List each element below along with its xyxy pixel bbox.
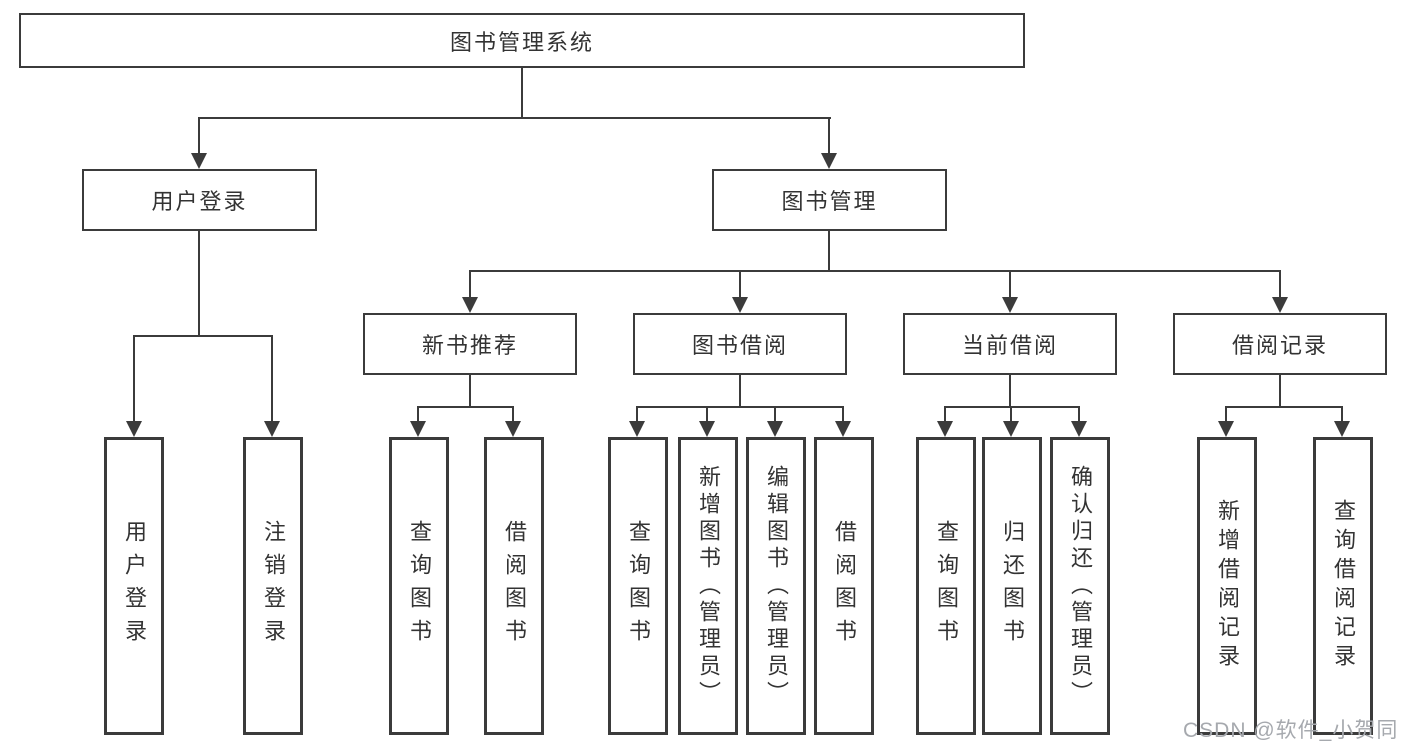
leaf-borrow-borrow-book: 借阅图书 xyxy=(814,437,874,735)
leaf-records-add-record: 新增借阅记录 xyxy=(1197,437,1257,735)
leaf-borrow-edit-book-admin-label: 编辑图书（管理员） xyxy=(764,464,789,708)
connector-recommend-vline xyxy=(469,375,471,408)
connector-records-vline xyxy=(1279,375,1281,408)
connector-arrow-shaft xyxy=(1225,406,1227,421)
connector-recommend-split-hline xyxy=(417,406,514,408)
connector-level2-hline xyxy=(198,117,831,119)
connector-arrow-shaft xyxy=(828,117,830,153)
arrowhead-icon xyxy=(191,153,207,169)
leaf-borrow-add-book-admin: 新增图书（管理员） xyxy=(678,437,738,735)
arrowhead-icon xyxy=(821,153,837,169)
arrowhead-icon xyxy=(767,421,783,437)
leaf-records-query-record-label: 查询借阅记录 xyxy=(1331,499,1356,673)
connector-login-vline xyxy=(198,231,200,337)
connector-arrow-shaft xyxy=(706,406,708,421)
connector-arrow-shaft xyxy=(1078,406,1080,421)
connector-level3-hline xyxy=(469,270,1281,272)
leaf-current-confirm-return-admin: 确认归还（管理员） xyxy=(1050,437,1110,735)
connector-arrow-shaft xyxy=(944,406,946,421)
connector-arrow-shaft xyxy=(469,270,471,297)
arrowhead-icon xyxy=(629,421,645,437)
node-user-login-label: 用户登录 xyxy=(151,189,248,214)
arrowhead-icon xyxy=(264,421,280,437)
connector-arrow-shaft xyxy=(133,335,135,421)
connector-arrow-shaft xyxy=(1010,406,1012,421)
connector-arrow-shaft xyxy=(774,406,776,421)
node-current-borrow-label: 当前借阅 xyxy=(961,333,1058,358)
connector-arrow-shaft xyxy=(842,406,844,421)
connector-arrow-shaft xyxy=(417,406,419,421)
arrowhead-icon xyxy=(1071,421,1087,437)
node-root-label: 图书管理系统 xyxy=(449,29,594,55)
arrowhead-icon xyxy=(1003,421,1019,437)
watermark: CSDN @软件_小贺同学 xyxy=(1183,719,1399,742)
arrowhead-icon xyxy=(1272,297,1288,313)
node-book-borrow-label: 图书借阅 xyxy=(691,333,788,358)
node-new-book-recommend: 新书推荐 xyxy=(363,313,577,375)
arrowhead-icon xyxy=(1218,421,1234,437)
connector-arrow-shaft xyxy=(1341,406,1343,421)
connector-root-vline xyxy=(521,68,523,118)
connector-login-split-hline xyxy=(133,335,273,337)
node-borrow-records-label: 借阅记录 xyxy=(1231,333,1328,358)
leaf-recommend-borrow-book: 借阅图书 xyxy=(484,437,544,735)
arrowhead-icon xyxy=(410,421,426,437)
node-new-book-recommend-label: 新书推荐 xyxy=(421,333,518,358)
connector-arrow-shaft xyxy=(1279,270,1281,297)
connector-arrow-shaft xyxy=(198,117,200,153)
arrowhead-icon xyxy=(126,421,142,437)
leaf-recommend-query-book: 查询图书 xyxy=(389,437,449,735)
connector-current-split-hline xyxy=(944,406,1080,408)
leaf-borrow-query-book: 查询图书 xyxy=(608,437,668,735)
connector-arrow-shaft xyxy=(512,406,514,421)
connector-arrow-shaft xyxy=(739,270,741,297)
connector-manage-vline xyxy=(828,231,830,272)
arrowhead-icon xyxy=(1334,421,1350,437)
arrowhead-icon xyxy=(699,421,715,437)
arrowhead-icon xyxy=(462,297,478,313)
leaf-user-login: 用户登录 xyxy=(104,437,164,735)
leaf-current-return-book: 归还图书 xyxy=(982,437,1042,735)
leaf-user-login-label: 用户登录 xyxy=(122,520,147,652)
node-user-login: 用户登录 xyxy=(82,169,317,231)
node-book-borrow: 图书借阅 xyxy=(633,313,847,375)
connector-borrow-split-hline xyxy=(636,406,844,408)
arrowhead-icon xyxy=(1002,297,1018,313)
leaf-borrow-borrow-book-label: 借阅图书 xyxy=(832,520,857,652)
arrowhead-icon xyxy=(732,297,748,313)
leaf-current-return-book-label: 归还图书 xyxy=(1000,520,1025,652)
connector-borrow-vline xyxy=(739,375,741,408)
leaf-logout: 注销登录 xyxy=(243,437,303,735)
leaf-recommend-query-book-label: 查询图书 xyxy=(407,520,432,652)
leaf-borrow-query-book-label: 查询图书 xyxy=(626,520,651,652)
node-book-management-label: 图书管理 xyxy=(781,189,878,214)
leaf-borrow-edit-book-admin: 编辑图书（管理员） xyxy=(746,437,806,735)
node-borrow-records: 借阅记录 xyxy=(1173,313,1387,375)
connector-arrow-shaft xyxy=(636,406,638,421)
connector-arrow-shaft xyxy=(271,335,273,421)
connector-arrow-shaft xyxy=(1009,270,1011,297)
arrowhead-icon xyxy=(937,421,953,437)
leaf-records-query-record: 查询借阅记录 xyxy=(1313,437,1373,735)
leaf-current-confirm-return-admin-label: 确认归还（管理员） xyxy=(1068,464,1093,708)
connector-current-vline xyxy=(1009,375,1011,408)
node-root: 图书管理系统 xyxy=(19,13,1025,68)
leaf-recommend-borrow-book-label: 借阅图书 xyxy=(502,520,527,652)
leaf-logout-label: 注销登录 xyxy=(261,520,286,652)
leaf-current-query-book-label: 查询图书 xyxy=(934,520,959,652)
arrowhead-icon xyxy=(835,421,851,437)
node-book-management: 图书管理 xyxy=(712,169,947,231)
leaf-borrow-add-book-admin-label: 新增图书（管理员） xyxy=(696,464,721,708)
node-current-borrow: 当前借阅 xyxy=(903,313,1117,375)
leaf-records-add-record-label: 新增借阅记录 xyxy=(1215,499,1240,673)
connector-records-split-hline xyxy=(1225,406,1343,408)
arrowhead-icon xyxy=(505,421,521,437)
leaf-current-query-book: 查询图书 xyxy=(916,437,976,735)
